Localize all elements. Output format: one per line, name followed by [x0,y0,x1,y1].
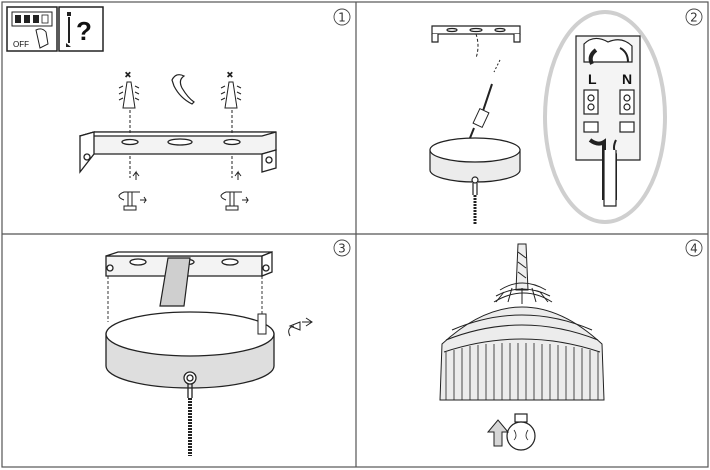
side-screw-3 [257,313,313,337]
svg-text:OFF: OFF [13,40,29,49]
bracket-top [431,25,521,43]
screw-right [220,156,249,211]
svg-text:2: 2 [690,11,698,25]
wall-plug-left: × [118,70,140,134]
breaker-off-icon: OFF [6,6,58,52]
svg-text:3: 3 [338,242,346,256]
svg-text:×: × [227,70,233,81]
fringe-top-knot [493,282,553,304]
ceiling-canopy-3 [105,311,275,456]
step-number-4: 4 [685,239,703,257]
cable-connection [469,33,501,139]
wall-plug-right: × [220,70,242,134]
ceiling-canopy-2 [429,137,521,225]
svg-text:1: 1 [338,11,346,25]
up-arrow-icon [486,419,510,447]
screw-left [118,156,147,211]
step-number-1: 1 [333,8,351,26]
live-label: L [588,71,597,87]
svg-text:×: × [125,70,131,81]
terminal-block [575,35,641,207]
svg-text:4: 4 [690,242,698,256]
cord-4 [515,243,529,291]
svg-text:?: ? [76,16,92,46]
junction-box-3 [159,257,191,307]
bulb-icon [506,413,536,451]
guide-lines-3 [107,276,263,322]
screw-question-icon: ? [58,6,104,52]
fringe-shade [439,306,605,401]
mounting-bracket [78,131,277,174]
ceiling-hook [171,74,195,105]
neutral-label: N [622,71,632,87]
step-number-3: 3 [333,239,351,257]
step-number-2: 2 [685,8,703,26]
